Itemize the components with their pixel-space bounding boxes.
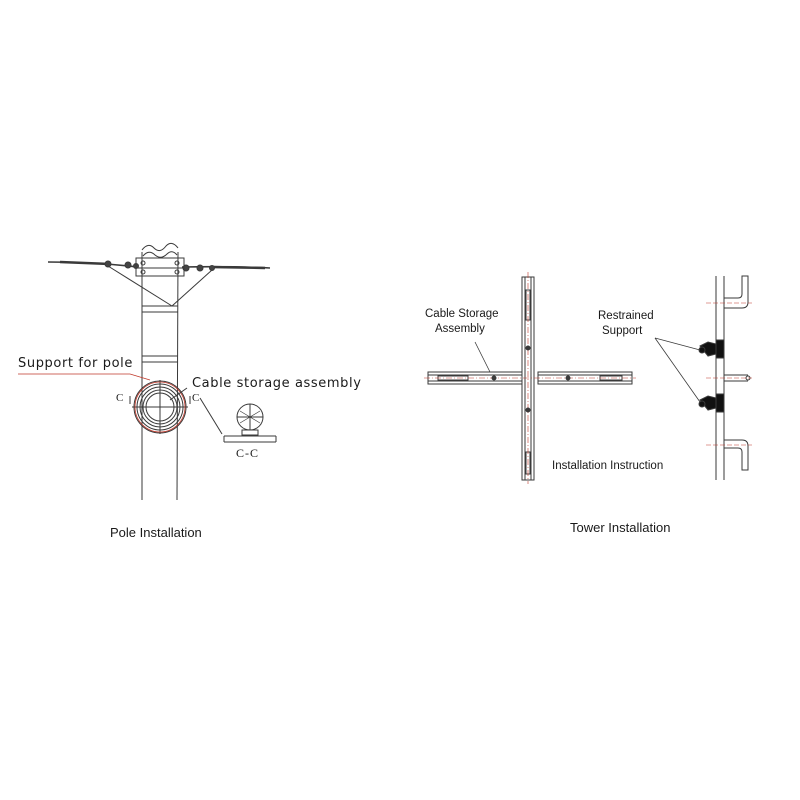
section-cc-label: C-C xyxy=(236,446,260,460)
cross-centerlines xyxy=(424,272,636,484)
tower-centerlines xyxy=(706,302,752,446)
tower-storage-leader xyxy=(474,341,491,373)
tower-installation-drawing xyxy=(424,272,752,484)
support-leader xyxy=(18,373,151,381)
pole-installation-drawing xyxy=(18,242,277,501)
section-cut-marks xyxy=(129,396,191,404)
pole-installation-caption: Pole Installation xyxy=(110,525,202,540)
cable-coil-accent xyxy=(134,381,186,433)
tower-storage-label-line2: Assembly xyxy=(435,323,485,335)
restrained-support-lower xyxy=(698,393,725,413)
overhead-wire-right xyxy=(181,265,271,270)
guy-lines xyxy=(107,265,213,307)
cross-horizontal-left xyxy=(427,371,523,385)
pole-top xyxy=(141,242,179,501)
overhead-wire-left xyxy=(47,260,139,268)
tower-storage-label-line1: Cable Storage xyxy=(425,308,499,320)
installation-instruction-label: Installation Instruction xyxy=(552,460,664,472)
restrained-support-upper xyxy=(698,339,725,359)
section-mark-left: C xyxy=(116,392,124,404)
crossarm-bracket xyxy=(135,257,185,277)
tower-installation-caption: Tower Installation xyxy=(570,520,671,535)
restrained-label-line1: Restrained xyxy=(598,310,654,322)
cc-section-detail xyxy=(223,403,277,443)
cross-bolt-holes xyxy=(491,345,571,413)
cross-horizontal-right xyxy=(537,371,633,385)
restrained-label-line2: Support xyxy=(602,325,643,337)
section-mark-right: C xyxy=(192,392,200,404)
support-for-pole-label: Support for pole xyxy=(18,356,133,371)
tower-bracket-bottom xyxy=(724,439,749,471)
cable-coil xyxy=(132,380,188,434)
restrained-leaders xyxy=(654,337,701,403)
storage-leader xyxy=(169,387,223,435)
tower-bracket-top xyxy=(724,275,749,309)
cable-storage-assembly-label: Cable storage assembly xyxy=(192,376,362,391)
pole-bands xyxy=(142,305,178,363)
